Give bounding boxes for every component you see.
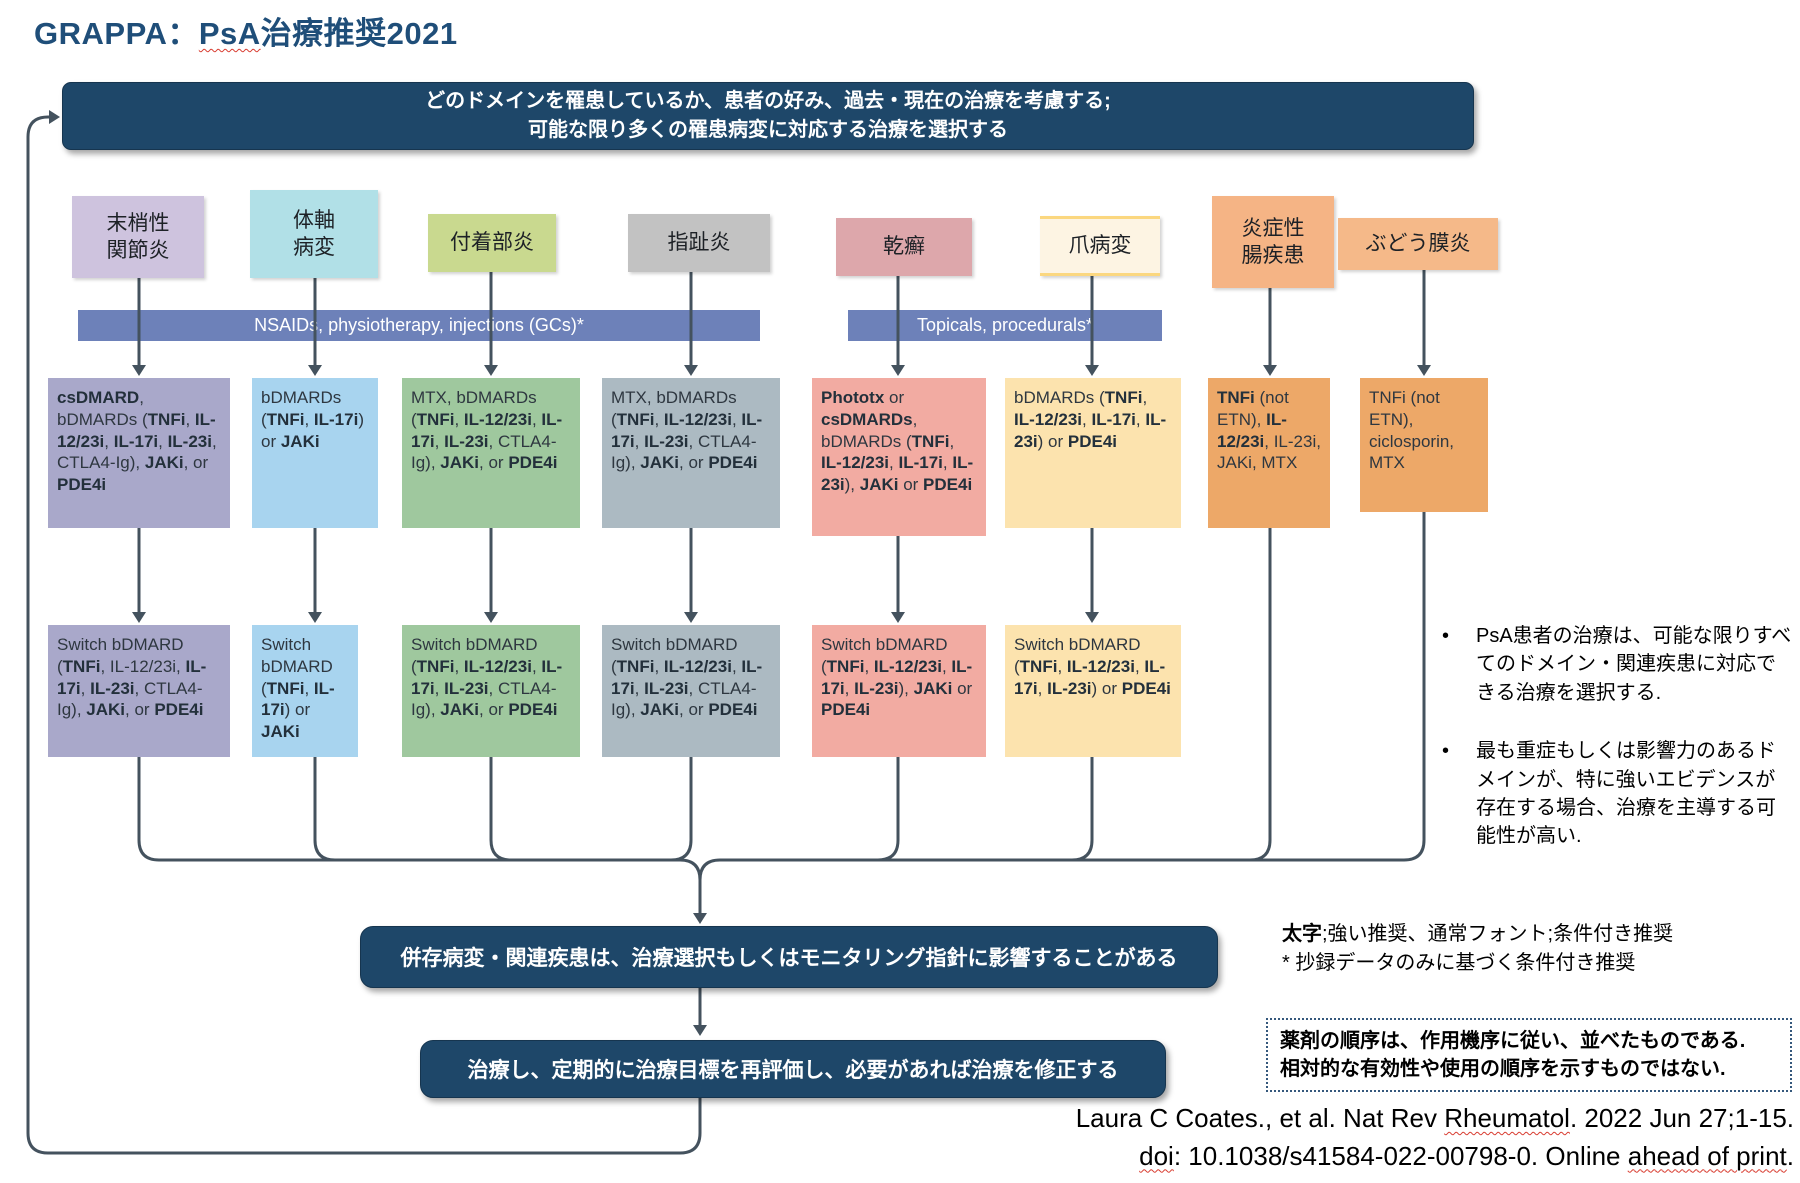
first-line-box-axial-disease: bDMARDs (TNFi, IL-17i) or JAKi: [252, 378, 378, 528]
domain-header-ibd: 炎症性腸疾患: [1212, 196, 1334, 288]
comorbidity-box: 併存病変・関連疾患は、治療選択もしくはモニタリング指針に影響することがある: [360, 926, 1218, 988]
note-line1: 薬剤の順序は、作用機序に従い、並べたものである.: [1280, 1030, 1746, 1052]
citation: Laura C Coates., et al. Nat Rev Rheumato…: [894, 1100, 1794, 1175]
top-banner-line2: 可能な限り多くの罹患病変に対応する治療を選択する: [528, 119, 1008, 141]
switch-box-peripheral-arthritis: Switch bDMARD (TNFi, IL-12/23i, IL-17i, …: [48, 625, 230, 757]
switch-box-dactylitis: Switch bDMARD (TNFi, IL-12/23i, IL-17i, …: [602, 625, 780, 757]
page-title: GRAPPA：PsA治療推奨2021: [34, 16, 458, 51]
first-line-box-psoriasis: Phototx or csDMARDs, bDMARDs (TNFi, IL-1…: [812, 378, 986, 536]
switch-box-psoriasis: Switch bDMARD (TNFi, IL-12/23i, IL-17i, …: [812, 625, 986, 757]
first-line-box-enthesitis: MTX, bDMARDs (TNFi, IL-12/23i, IL-17i, I…: [402, 378, 580, 528]
note-line2: 相対的な有効性や使用の順序を示すものではない.: [1280, 1058, 1726, 1080]
drug-order-note-box: 薬剤の順序は、作用機序に従い、並べたものである. 相対的な有効性や使用の順序を示…: [1266, 1018, 1792, 1092]
side-notes: • PsA患者の治療は、可能な限りすべてのドメイン・関連疾患に対応できる治療を選…: [1442, 622, 1794, 851]
domain-header-peripheral-arthritis: 末梢性関節炎: [72, 196, 204, 278]
citation-line1: Laura C Coates., et al. Nat Rev Rheumato…: [1075, 1103, 1794, 1133]
top-banner-line1: どのドメインを罹患しているか、患者の好み、過去・現在の治療を考慮する;: [425, 90, 1111, 112]
domain-header-uveitis: ぶどう膜炎: [1338, 218, 1498, 270]
first-line-box-peripheral-arthritis: csDMARD, bDMARDs (TNFi, IL-12/23i, IL-17…: [48, 378, 230, 528]
first-line-box-ibd: TNFi (not ETN), IL-12/23i, IL-23i, JAKi,…: [1208, 378, 1330, 528]
side-note-2: • 最も重症もしくは影響力のあるドメインが、特に強いエビデンスが存在する場合、治…: [1442, 737, 1794, 851]
first-line-box-nail-disease: bDMARDs (TNFi, IL-12/23i, IL-17i, IL-23i…: [1005, 378, 1181, 528]
side-note-1: • PsA患者の治療は、可能な限りすべてのドメイン・関連疾患に対応できる治療を選…: [1442, 622, 1794, 707]
first-line-box-uveitis: TNFi (not ETN), ciclosporin, MTX: [1360, 378, 1488, 512]
switch-box-nail-disease: Switch bDMARD (TNFi, IL-12/23i, IL-17i, …: [1005, 625, 1181, 757]
side-note-2-text: 最も重症もしくは影響力のあるドメインが、特に強いエビデンスが存在する場合、治療を…: [1476, 740, 1776, 848]
side-note-1-text: PsA患者の治療は、可能な限りすべてのドメイン・関連疾患に対応できる治療を選択す…: [1476, 625, 1792, 704]
domain-header-axial-disease: 体軸病変: [250, 190, 378, 278]
citation-line2: doi: 10.1038/s41584-022-00798-0. Online …: [1139, 1140, 1794, 1171]
first-line-box-dactylitis: MTX, bDMARDs (TNFi, IL-12/23i, IL-17i, I…: [602, 378, 780, 528]
phase-bar-topicals: Topicals, procedurals*: [848, 310, 1162, 341]
domain-header-dactylitis: 指趾炎: [628, 214, 770, 272]
switch-box-enthesitis: Switch bDMARD (TNFi, IL-12/23i, IL-17i, …: [402, 625, 580, 757]
top-banner: どのドメインを罹患しているか、患者の好み、過去・現在の治療を考慮する; 可能な限…: [62, 82, 1474, 150]
switch-box-axial-disease: Switch bDMARD (TNFi, IL-17i) or JAKi: [252, 625, 358, 757]
legend-line2: * 抄録データのみに基づく条件付き推奨: [1282, 952, 1636, 974]
legend-line1: 太字;強い推奨、通常フォント;条件付き推奨: [1282, 923, 1674, 945]
domain-header-enthesitis: 付着部炎: [428, 214, 556, 272]
legend: 太字;強い推奨、通常フォント;条件付き推奨 * 抄録データのみに基づく条件付き推…: [1282, 920, 1794, 978]
phase-bar-nsaids: NSAIDs, physiotherapy, injections (GCs)*: [78, 310, 760, 341]
domain-header-nail-disease: 爪病変: [1040, 216, 1160, 276]
bullet-icon: •: [1442, 625, 1450, 647]
bullet-icon: •: [1442, 740, 1450, 763]
domain-header-psoriasis: 乾癬: [836, 218, 972, 276]
treat-reassess-box: 治療し、定期的に治療目標を再評価し、必要があれば治療を修正する: [420, 1040, 1166, 1098]
